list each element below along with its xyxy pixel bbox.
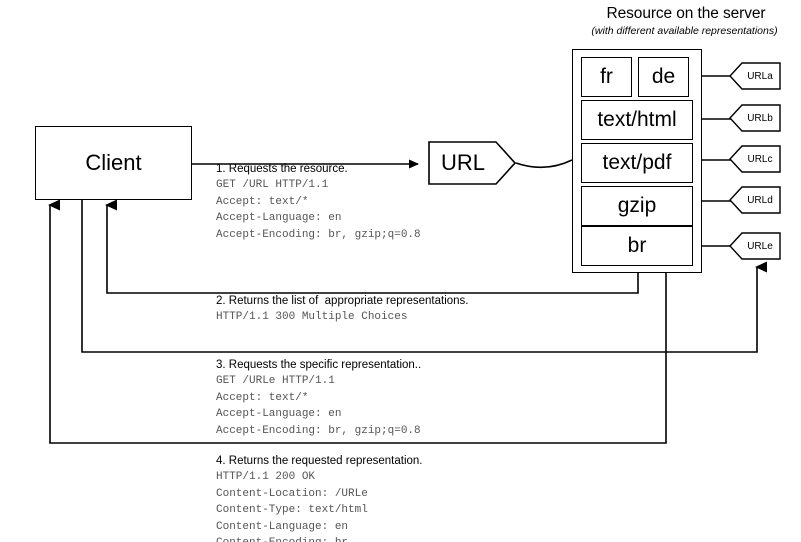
url-tag-urla[interactable]: URLa (729, 62, 781, 90)
wire-resource-to-client-300 (105, 199, 639, 294)
wire-client-to-urle (81, 198, 767, 353)
url-tag-urlb[interactable]: URLb (729, 104, 781, 132)
url-tag-label: URLb (747, 112, 773, 124)
client-label: Client (85, 150, 142, 175)
representation-label: fr (600, 65, 613, 88)
message-title: 4. Returns the requested representation. (216, 455, 423, 467)
representation-text-html[interactable]: text/html (581, 100, 693, 140)
wire-resource-to-client-200 (48, 199, 667, 444)
url-tag-urle[interactable]: URLe (729, 232, 781, 260)
representation-fr[interactable]: fr (581, 57, 632, 97)
url-tag-urlc[interactable]: URLc (729, 145, 781, 173)
client-box[interactable]: Client (35, 126, 192, 200)
message-step-2: 2. Returns the list of appropriate repre… (216, 294, 469, 326)
message-title: 3. Requests the specific representation.… (216, 359, 422, 371)
url-node[interactable]: URL (428, 141, 517, 185)
url-tag-pentagon-shape (729, 145, 781, 173)
message-title: 2. Returns the list of appropriate repre… (216, 295, 469, 307)
url-tag-label: URLe (747, 240, 773, 252)
server-title: Resource on the server (606, 5, 766, 22)
representation-label: br (627, 234, 647, 257)
representation-br[interactable]: br (581, 226, 693, 266)
representation-label: text/pdf (602, 151, 672, 174)
url-tag-pentagon-shape (729, 186, 781, 214)
url-tag-label: URLa (747, 70, 773, 82)
message-title: 1. Requests the resource. (216, 163, 348, 175)
message-step-1: 1. Requests the resource. GET /URL HTTP/… (216, 162, 421, 243)
message-body: GET /URL HTTP/1.1 Accept: text/* Accept-… (216, 179, 421, 241)
representation-label: gzip (617, 194, 657, 217)
url-tag-pentagon-shape (729, 104, 781, 132)
representation-text-pdf[interactable]: text/pdf (581, 143, 693, 183)
message-body: HTTP/1.1 200 OK Content-Location: /URLe … (216, 471, 368, 542)
wire-url-to-resource (515, 159, 573, 169)
server-subtitle: (with different available representation… (591, 25, 778, 37)
representation-label: de (651, 65, 676, 88)
url-tag-pentagon-shape (729, 62, 781, 90)
representation-gzip[interactable]: gzip (581, 186, 693, 226)
url-tag-label: URLc (747, 153, 773, 165)
message-step-3: 3. Requests the specific representation.… (216, 358, 421, 439)
url-tag-pentagon-shape (729, 232, 781, 260)
representation-de[interactable]: de (638, 57, 689, 97)
message-body: HTTP/1.1 300 Multiple Choices (216, 311, 408, 323)
url-node-label: URL (440, 150, 485, 175)
representation-label: text/html (597, 108, 677, 131)
url-tag-urld[interactable]: URLd (729, 186, 781, 214)
message-step-4: 4. Returns the requested representation.… (216, 454, 423, 542)
url-tag-label: URLd (747, 194, 773, 206)
url-pentagon-shape (428, 141, 517, 185)
message-body: GET /URLe HTTP/1.1 Accept: text/* Accept… (216, 375, 421, 437)
